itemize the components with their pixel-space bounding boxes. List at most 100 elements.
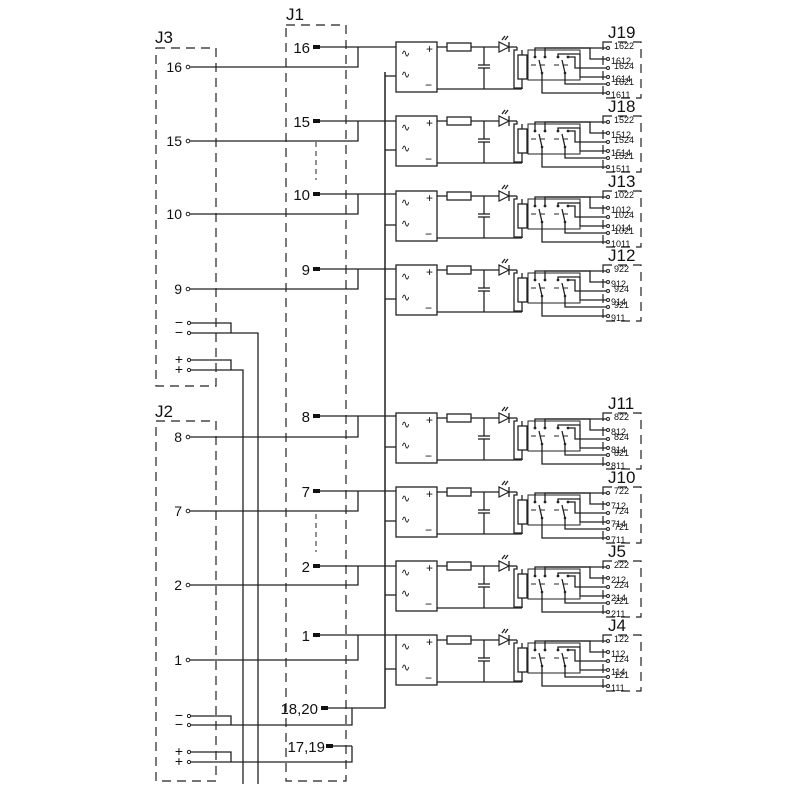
contact-label: 122 xyxy=(614,634,629,644)
terminal-pin-icon xyxy=(185,582,191,588)
connector-j2-pin: 2 xyxy=(174,577,191,593)
terminal-pin-icon xyxy=(186,320,192,326)
contact-label: 214 xyxy=(611,593,626,603)
contact-label: 812 xyxy=(611,427,626,437)
changeover-contact-icon xyxy=(561,133,566,148)
output-wire xyxy=(557,646,606,671)
connector-label: J12 xyxy=(608,246,635,265)
minus-label: − xyxy=(175,324,183,340)
connector-j1-common-plus: 17,19 xyxy=(287,739,333,756)
contact-label: 114 xyxy=(611,667,625,677)
plus-label: + xyxy=(426,116,433,130)
rectifier-box xyxy=(395,634,438,686)
ac-input-icon: ∿ xyxy=(401,588,410,600)
led-ray xyxy=(501,480,506,486)
terminal-pin-icon xyxy=(606,91,610,95)
output-wire xyxy=(568,56,606,69)
terminal-pin-icon xyxy=(606,298,610,302)
connector-label: J5 xyxy=(608,542,626,561)
contact-label: 722 xyxy=(614,486,629,496)
output-wire xyxy=(557,276,606,301)
terminal-pin-icon xyxy=(313,192,320,196)
resistor-icon xyxy=(446,413,472,423)
terminal-pin-icon xyxy=(606,215,610,219)
terminal-pin-icon xyxy=(606,594,610,598)
connector-label: J4 xyxy=(608,616,626,635)
wire xyxy=(190,359,232,370)
resistor-icon xyxy=(446,42,472,52)
relay-coil-icon xyxy=(517,277,528,303)
terminal-pin-icon xyxy=(606,659,610,663)
plus-label: + xyxy=(426,413,433,427)
contact-label: 124 xyxy=(614,654,629,664)
ac-input-icon: ∿ xyxy=(401,567,410,579)
contact-label: 1622 xyxy=(614,41,634,51)
terminal-pin-icon xyxy=(313,633,320,637)
terminal-pin-icon xyxy=(606,502,610,506)
modules-layer: ∿∿+−J19162216121624161416211611∿∿+−J1815… xyxy=(385,23,642,693)
changeover-contact-icon xyxy=(538,282,543,297)
contact-label: 1511 xyxy=(611,164,630,174)
minus-label: − xyxy=(175,314,183,330)
contact-label: 912 xyxy=(611,279,626,289)
supply-pin-j3: + xyxy=(175,351,192,367)
signal-wire xyxy=(190,269,359,290)
ac-input-icon: ∿ xyxy=(401,197,410,209)
contact-label: 914 xyxy=(611,297,626,307)
minus-label: − xyxy=(425,152,432,166)
connector-j2: J2 xyxy=(155,402,217,782)
relay-coil-icon xyxy=(517,54,528,80)
ac-input-icon: ∿ xyxy=(401,292,410,304)
pin-label: 1 xyxy=(302,628,310,645)
terminal-pin-icon xyxy=(185,138,191,144)
connector-j2-pin: 1 xyxy=(174,652,191,668)
terminal-pin-icon xyxy=(606,576,610,580)
output-wire xyxy=(564,592,606,604)
output-wire xyxy=(557,572,606,597)
rectifier-box xyxy=(395,412,438,464)
rectifier-box xyxy=(395,41,438,93)
minus-label: − xyxy=(425,301,432,315)
contact-label: 922 xyxy=(614,264,629,274)
ac-input-icon: ∿ xyxy=(401,514,410,526)
output-wire xyxy=(568,649,606,662)
changeover-contact-icon xyxy=(561,578,566,593)
terminal-pin-icon xyxy=(606,601,610,605)
ac-input-icon: ∿ xyxy=(401,69,410,81)
terminal-pin-icon xyxy=(606,520,610,524)
connector-label: J11 xyxy=(608,394,634,413)
contact-label: 1611 xyxy=(611,90,630,100)
connector-j1-pin: 15 xyxy=(293,114,320,131)
connector-label: J13 xyxy=(608,172,635,191)
terminal-pin-icon xyxy=(606,120,610,124)
terminal-pin-icon xyxy=(326,744,333,748)
terminal-pin-icon xyxy=(606,536,610,540)
led-ray xyxy=(501,35,506,41)
contact-label: 1514 xyxy=(611,148,631,158)
connector-j1-pin: 10 xyxy=(293,187,320,204)
terminal-pin-icon xyxy=(185,434,191,440)
minus-label: − xyxy=(425,227,432,241)
output-wire xyxy=(564,296,606,308)
contact-label: 211 xyxy=(611,609,625,619)
output-wire xyxy=(544,270,606,283)
terminal-pin-icon xyxy=(606,75,610,79)
pin-label: 16 xyxy=(166,59,182,75)
output-wire xyxy=(557,202,606,227)
ac-input-icon: ∿ xyxy=(401,662,410,674)
output-wire xyxy=(568,130,606,143)
changeover-contact-icon xyxy=(538,430,543,445)
signal-wire xyxy=(190,566,359,586)
resistor-icon xyxy=(446,116,472,126)
output-wire xyxy=(544,47,606,60)
terminal-pin-icon xyxy=(606,462,610,466)
rectifier-box xyxy=(395,560,438,612)
contact-label: 1012 xyxy=(611,205,631,215)
